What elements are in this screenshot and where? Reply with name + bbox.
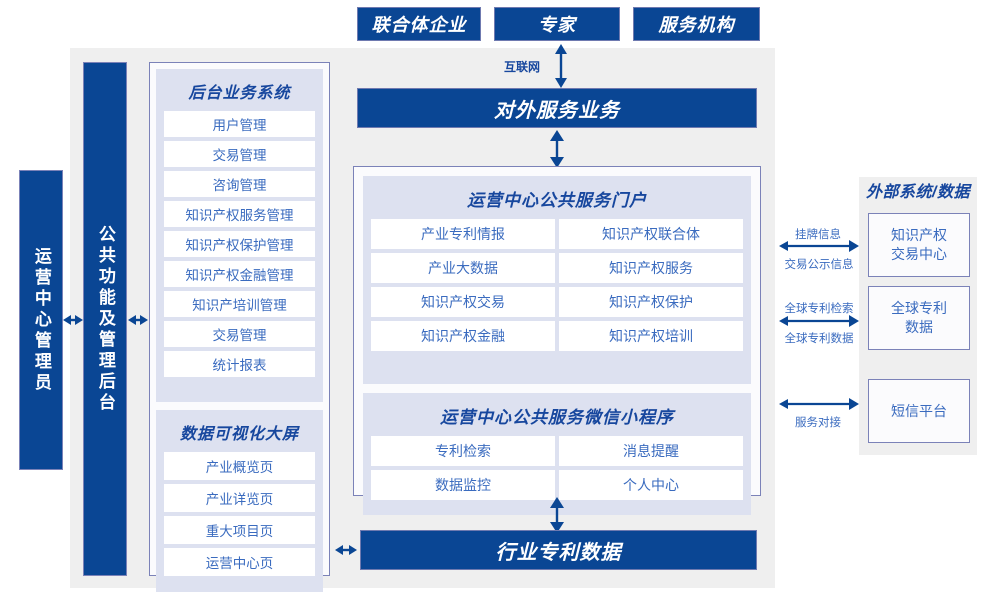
miniprogram-group: 运营中心公共服务微信小程序 专利检索 消息提醒 数据监控 个人中心 [363, 393, 751, 515]
backend-item[interactable]: 统计报表 [164, 351, 315, 377]
connector-label-global-patent-search: 全球专利检索 [784, 303, 854, 315]
external-box-label: 全球专利 数据 [891, 300, 947, 335]
backend-item[interactable]: 交易管理 [164, 141, 315, 167]
external-box-label: 短信平台 [891, 402, 947, 419]
portal-item[interactable]: 知识产权服务 [559, 253, 743, 283]
connector-label-listing-info: 挂牌信息 [795, 229, 841, 241]
backend-item[interactable]: 知识产权保护管理 [164, 231, 315, 257]
common-function-backend-bar[interactable]: 公共功能及管理后台 [83, 62, 127, 576]
common-function-backend-label: 公共功能及管理后台 [95, 224, 115, 414]
miniprogram-item[interactable]: 数据监控 [371, 470, 555, 500]
portal-item[interactable]: 知识产权交易 [371, 287, 555, 317]
miniprogram-item[interactable]: 消息提醒 [559, 436, 743, 466]
actor-box-consortium[interactable]: 联合体企业 [357, 7, 481, 41]
panel-to-data-arrow-icon [335, 545, 357, 555]
internet-label: 互联网 [503, 60, 540, 74]
external-box-ip-exchange[interactable]: 知识产权 交易中心 [868, 213, 970, 277]
industry-patent-data-bar[interactable]: 行业专利数据 [360, 530, 757, 570]
actor-box-service-org[interactable]: 服务机构 [633, 7, 760, 41]
portal-item[interactable]: 知识产权培训 [559, 321, 743, 351]
portal-item[interactable]: 知识产权保护 [559, 287, 743, 317]
operator-admin-bar[interactable]: 运营中心管理员 [19, 170, 63, 470]
visualization-group: 数据可视化大屏 产业概览页 产业详览页 重大项目页 运营中心页 [156, 410, 323, 592]
portal-item[interactable]: 产业专利情报 [371, 219, 555, 249]
portal-title: 运营中心公共服务门户 [467, 191, 647, 210]
service-to-portal-arrow-icon [550, 130, 564, 168]
external-service-bar[interactable]: 对外服务业务 [357, 88, 757, 128]
portal-item[interactable]: 产业大数据 [371, 253, 555, 283]
miniprogram-title: 运营中心公共服务微信小程序 [440, 408, 674, 427]
external-box-global-patent-data[interactable]: 全球专利 数据 [868, 286, 970, 350]
external-box-label: 知识产权 交易中心 [891, 227, 947, 262]
backend-panel-container: 后台业务系统 用户管理 交易管理 咨询管理 知识产权服务管理 知识产权保护管理 … [149, 62, 330, 592]
portal-item[interactable]: 知识产权金融 [371, 321, 555, 351]
center-panel-container: 运营中心公共服务门户 产业专利情报 知识产权联合体 产业大数据 知识产权服务 知… [353, 166, 761, 515]
miniprogram-item[interactable]: 个人中心 [559, 470, 743, 500]
visualization-item[interactable]: 产业详览页 [164, 484, 315, 512]
portal-to-data-arrow-icon [550, 497, 564, 533]
external-box-sms-platform[interactable]: 短信平台 [868, 379, 970, 443]
miniprogram-item[interactable]: 专利检索 [371, 436, 555, 466]
portal-item[interactable]: 知识产权联合体 [559, 219, 743, 249]
miniprogram-grid: 专利检索 消息提醒 数据监控 个人中心 [371, 436, 743, 500]
connector-label-service-docking: 服务对接 [795, 417, 841, 429]
backend-item[interactable]: 知识产权金融管理 [164, 261, 315, 287]
visualization-item[interactable]: 产业概览页 [164, 452, 315, 480]
backend-item[interactable]: 咨询管理 [164, 171, 315, 197]
actor-box-expert[interactable]: 专家 [494, 7, 620, 41]
backend-item[interactable]: 知识产权服务管理 [164, 201, 315, 227]
connector-arrow-1-icon [779, 240, 859, 252]
connector-label-global-patent-data: 全球专利数据 [784, 333, 854, 345]
backend-item[interactable]: 知识产培训管理 [164, 291, 315, 317]
backend-system-group: 后台业务系统 用户管理 交易管理 咨询管理 知识产权服务管理 知识产权保护管理 … [156, 69, 323, 402]
internet-arrow-icon [555, 44, 567, 88]
backend-system-title: 后台业务系统 [188, 85, 291, 102]
visualization-title: 数据可视化大屏 [179, 426, 299, 443]
admin-to-backend-arrow-icon [63, 315, 83, 325]
connector-arrow-2-icon [779, 315, 859, 327]
visualization-item[interactable]: 运营中心页 [164, 548, 315, 576]
operator-admin-label: 运营中心管理员 [31, 246, 51, 394]
backend-item[interactable]: 交易管理 [164, 321, 315, 347]
connector-label-transaction-disclosure: 交易公示信息 [784, 259, 854, 271]
portal-grid: 产业专利情报 知识产权联合体 产业大数据 知识产权服务 知识产权交易 知识产权保… [371, 219, 743, 351]
portal-group: 运营中心公共服务门户 产业专利情报 知识产权联合体 产业大数据 知识产权服务 知… [363, 176, 751, 384]
connector-arrow-3-icon [779, 398, 859, 410]
backend-item[interactable]: 用户管理 [164, 111, 315, 137]
visualization-item[interactable]: 重大项目页 [164, 516, 315, 544]
external-systems-title: 外部系统/数据 [866, 184, 970, 201]
backend-to-panel-arrow-icon [128, 315, 148, 325]
